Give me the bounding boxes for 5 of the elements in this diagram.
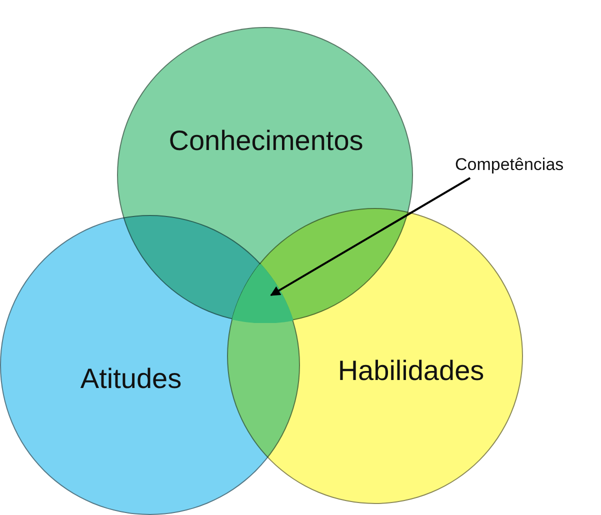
label: Conhecimentos — [168, 125, 364, 157]
label: Atitudes — [80, 363, 182, 395]
leader-arrow — [270, 177, 471, 296]
label: Competências — [455, 155, 564, 175]
label: Habilidades — [338, 355, 484, 387]
